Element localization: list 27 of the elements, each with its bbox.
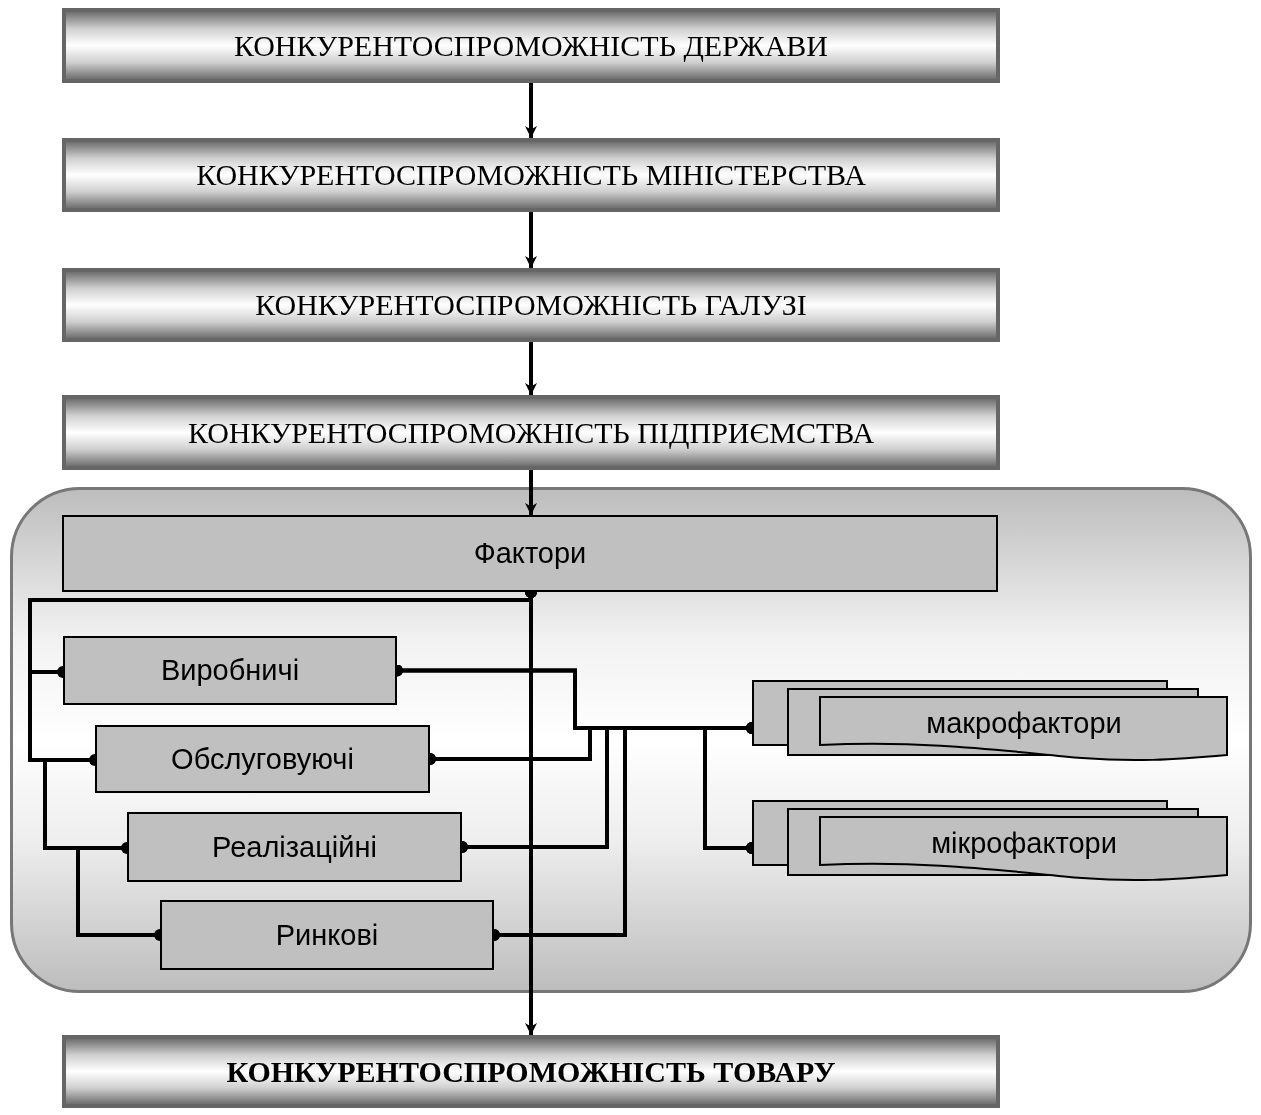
process-box [127, 812, 462, 882]
process-box [62, 8, 1000, 83]
box-label: мікрофактори [930, 825, 1118, 861]
box-label: КОНКУРЕНТОСПРОМОЖНІСТЬ ДЕРЖАВИ [233, 28, 829, 63]
process-box [62, 268, 1000, 342]
process-box [160, 900, 494, 970]
box-label: Обслуговуючі [171, 742, 354, 776]
box-label: Виробничі [160, 654, 300, 687]
process-box [62, 515, 998, 592]
arrow [525, 212, 537, 268]
group-panel [10, 487, 1252, 993]
process-box [95, 725, 430, 793]
process-box [62, 1035, 1000, 1108]
process-box [62, 395, 1000, 470]
process-box [62, 138, 1000, 212]
box-label: Реалізаційні [212, 830, 377, 864]
box-label: Фактори [473, 537, 587, 570]
process-box [63, 636, 397, 705]
arrow [525, 470, 537, 515]
box-label: КОНКУРЕНТОСПРОМОЖНІСТЬ МІНІСТЕРСТВА [196, 158, 866, 192]
arrow [525, 342, 537, 395]
box-label: Ринкові [275, 918, 379, 952]
box-label: макрофактори [925, 705, 1123, 741]
arrow [525, 83, 537, 138]
box-label: КОНКУРЕНТОСПРОМОЖНІСТЬ ГАЛУЗІ [255, 288, 807, 322]
box-label: КОНКУРЕНТОСПРОМОЖНІСТЬ ТОВАРУ [226, 1054, 836, 1089]
box-label: КОНКУРЕНТОСПРОМОЖНІСТЬ ПІДПРИЄМСТВА [187, 415, 875, 450]
